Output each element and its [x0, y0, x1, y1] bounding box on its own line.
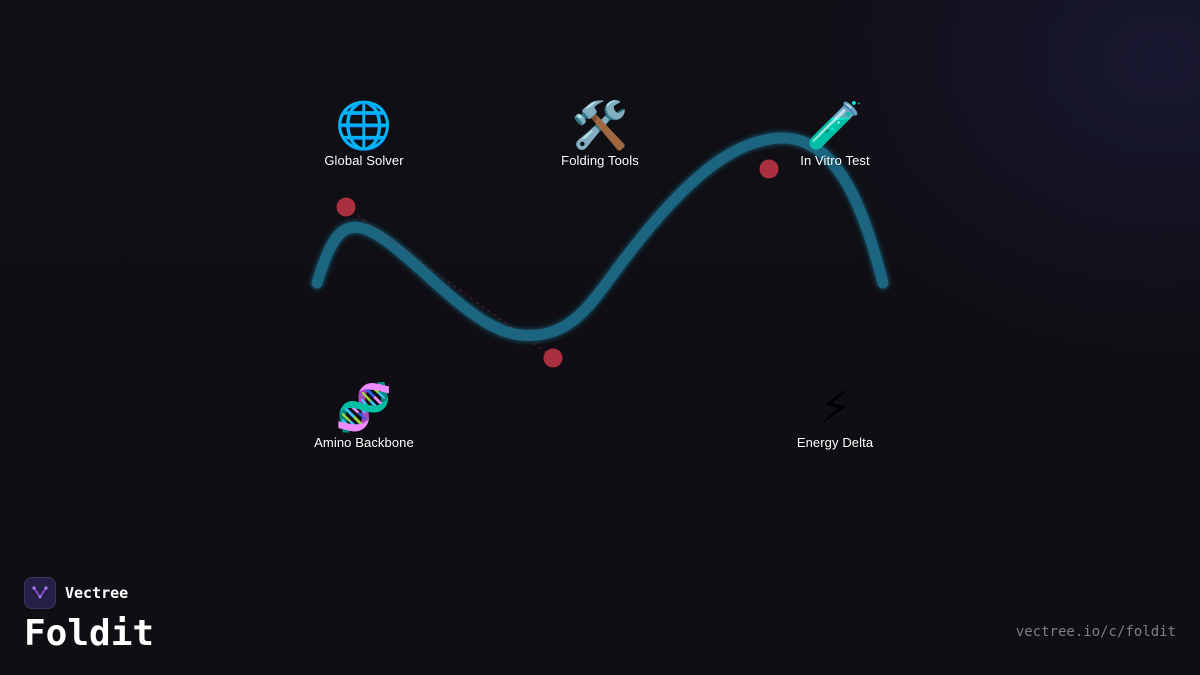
- page-url[interactable]: vectree.io/c/foldit: [1015, 624, 1176, 640]
- node-label: In Vitro Test: [800, 153, 870, 168]
- node-label: Amino Backbone: [314, 435, 414, 450]
- connector-line: [345, 206, 554, 359]
- node-in-vitro-test: 🧪 In Vitro Test: [755, 97, 915, 168]
- test-tube-icon: 🧪: [806, 98, 864, 152]
- node-amino-backbone: 🧬 Amino Backbone: [284, 379, 444, 450]
- hammer-wrench-icon: 🛠️: [571, 98, 629, 152]
- dna-icon: 🧬: [335, 380, 393, 434]
- protein-fold-curve: [311, 132, 889, 341]
- page-title: Foldit: [24, 613, 155, 654]
- node-folding-tools: 🛠️ Folding Tools: [520, 97, 680, 168]
- node-label: Global Solver: [324, 153, 404, 168]
- vectree-logo-icon: [24, 577, 56, 609]
- marker-point-3: [759, 159, 779, 179]
- marker-point-2: [543, 348, 563, 368]
- brand[interactable]: Vectree: [24, 577, 128, 609]
- brand-name: Vectree: [65, 584, 129, 602]
- globe-icon: 🌐: [335, 98, 393, 152]
- node-label: Folding Tools: [561, 153, 639, 168]
- node-global-solver: 🌐 Global Solver: [284, 97, 444, 168]
- marker-point-1: [336, 197, 356, 217]
- lightning-icon: ⚡: [818, 380, 852, 434]
- node-label: Energy Delta: [796, 435, 874, 450]
- node-energy-delta: ⚡ Energy Delta: [755, 379, 915, 450]
